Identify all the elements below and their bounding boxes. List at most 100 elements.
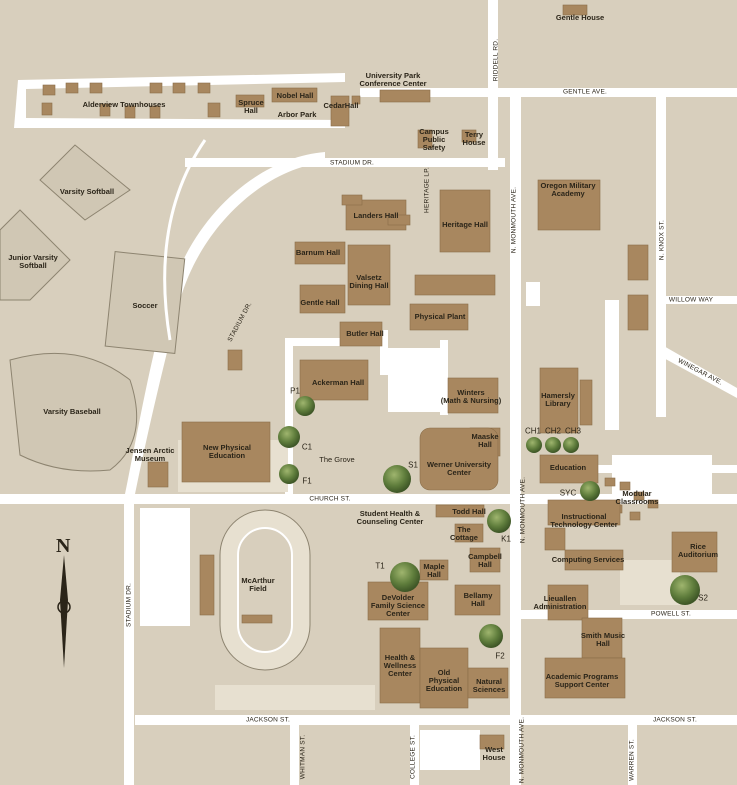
tree-label-p1: P1 xyxy=(290,386,300,396)
bldg-hwc xyxy=(379,627,421,704)
tree-label-f2: F2 xyxy=(495,651,505,661)
label-rice: Rice Auditorium xyxy=(678,542,718,559)
bldg-campus-safety xyxy=(417,129,433,149)
street-college: COLLEGE ST. xyxy=(409,734,417,780)
bldg-computing xyxy=(564,549,624,571)
label-oma: Oregon Military Academy xyxy=(540,181,596,198)
bldg-rice xyxy=(671,531,718,573)
label-apsc: Academic Programs Support Center xyxy=(545,672,619,689)
label-upcc: University Park Conference Center xyxy=(359,71,427,88)
bldg-cottage xyxy=(454,523,484,543)
road-warren xyxy=(628,725,637,785)
bldg-smith xyxy=(581,617,623,659)
tree-ch2 xyxy=(545,437,561,453)
bldg-hamersly xyxy=(539,367,579,434)
bldg-spruce xyxy=(235,94,265,108)
label-campus-safety: Campus Public Safety xyxy=(419,127,449,152)
street-stadium-dr-top: STADIUM DR. xyxy=(330,159,374,167)
label-natsci: Natural Sciences xyxy=(472,677,506,694)
bldg-campbell xyxy=(469,547,501,573)
label-west-house: West House xyxy=(482,745,506,762)
label-valsetz: Valsetz Dining Hall xyxy=(349,273,389,290)
tree-ch3 xyxy=(563,437,579,453)
label-gentle-hall: Gentle Hall xyxy=(300,298,340,308)
road-monmouth xyxy=(510,97,521,785)
label-winters: Winters (Math & Nursing) xyxy=(440,388,502,405)
bldg-education xyxy=(539,454,599,484)
tree-label-ch2: CH2 xyxy=(544,426,562,436)
bldg-west-house xyxy=(479,734,505,750)
street-monmouth-bottom: N. MONMOUTH AVE. xyxy=(518,716,526,784)
tree-label-f1: F1 xyxy=(302,476,312,486)
label-ackerman: Ackerman Hall xyxy=(311,378,365,388)
label-jv-softball: Junior Varsity Softball xyxy=(8,253,58,270)
label-shcc: Student Health & Counseling Center xyxy=(356,509,424,526)
bldg-physical-plant xyxy=(409,303,469,331)
road-stadium-dr-top xyxy=(185,158,505,167)
bldg-nobel xyxy=(271,87,318,103)
label-varsity-softball: Varsity Softball xyxy=(59,187,115,197)
road-willow xyxy=(660,296,737,304)
street-riddell: RIDDELL RD. xyxy=(492,38,500,82)
tree-ch1 xyxy=(526,437,542,453)
field-varsity-softball xyxy=(39,144,131,221)
label-computing: Computing Services xyxy=(551,555,625,565)
compass-icon xyxy=(57,555,71,668)
road-riddell xyxy=(488,0,498,170)
tree-p1 xyxy=(295,396,315,416)
tree-label-c1: C1 xyxy=(301,442,313,452)
tree-label-ch1: CH1 xyxy=(524,426,542,436)
tree-k1 xyxy=(487,509,511,533)
label-hwc: Health & Wellness Center xyxy=(383,653,417,678)
tree-c1 xyxy=(278,426,300,448)
street-jackson-right: JACKSON ST. xyxy=(652,716,698,724)
tree-label-k1: K1 xyxy=(501,534,511,544)
street-church: CHURCH ST. xyxy=(309,495,351,503)
tree-f1 xyxy=(279,464,299,484)
label-mcarthur: McArthur Field xyxy=(241,576,275,593)
buildings xyxy=(41,4,718,750)
bldg-barnum xyxy=(294,241,346,265)
compass-north-label: N xyxy=(56,535,71,557)
road-gentle-ave xyxy=(360,88,737,97)
label-landers: Landers Hall xyxy=(353,211,399,221)
road-knox xyxy=(656,97,666,417)
bldg-winters xyxy=(447,377,499,414)
bldg-cedar xyxy=(330,95,350,127)
bldg-gentle-hall xyxy=(299,284,346,314)
street-stadium-dr-left: STADIUM DR. xyxy=(125,583,133,627)
label-lieuallen: Lieuallen Administration xyxy=(533,594,587,611)
bldg-itc xyxy=(547,499,621,526)
label-devolder: DeVolder Family Science Center xyxy=(370,593,426,618)
street-whitman: WHITMAN ST. xyxy=(299,734,307,780)
street-monmouth-mid: N. MONMOUTH AVE. xyxy=(519,476,527,544)
label-spruce: Spruce Hall xyxy=(238,98,264,115)
street-jackson-left: JACKSON ST. xyxy=(245,716,291,724)
bldg-butler xyxy=(339,321,383,347)
bldg-todd xyxy=(435,504,485,518)
street-heritage-lp: HERITAGE LP. xyxy=(423,167,431,213)
field-jv-softball xyxy=(0,209,71,301)
road-stadium-dr-left xyxy=(124,504,134,785)
bldg-oma xyxy=(537,179,601,231)
street-warren: WARREN ST. xyxy=(628,739,636,781)
label-physical-plant: Physical Plant xyxy=(414,312,466,322)
label-smith: Smith Music Hall xyxy=(580,631,626,648)
bldg-werner xyxy=(419,427,499,491)
tree-label-t1: T1 xyxy=(375,561,385,571)
street-monmouth-top: N. MONMOUTH AVE. xyxy=(510,186,518,254)
bldg-npe xyxy=(181,421,271,483)
bldg-apsc xyxy=(544,657,626,699)
field-stadium-arc xyxy=(163,139,207,341)
bldg-heritage xyxy=(439,189,491,253)
label-arbor: Arbor Park xyxy=(277,110,317,120)
bldg-ackerman xyxy=(299,359,369,401)
label-cedar: CedarHall xyxy=(323,101,359,111)
label-barnum: Barnum Hall xyxy=(295,248,341,258)
tree-s2 xyxy=(670,575,700,605)
trees xyxy=(278,396,700,648)
label-cottage: The Cottage xyxy=(450,525,478,542)
label-soccer: Soccer xyxy=(132,301,158,311)
label-maple: Maple Hall xyxy=(423,562,445,579)
